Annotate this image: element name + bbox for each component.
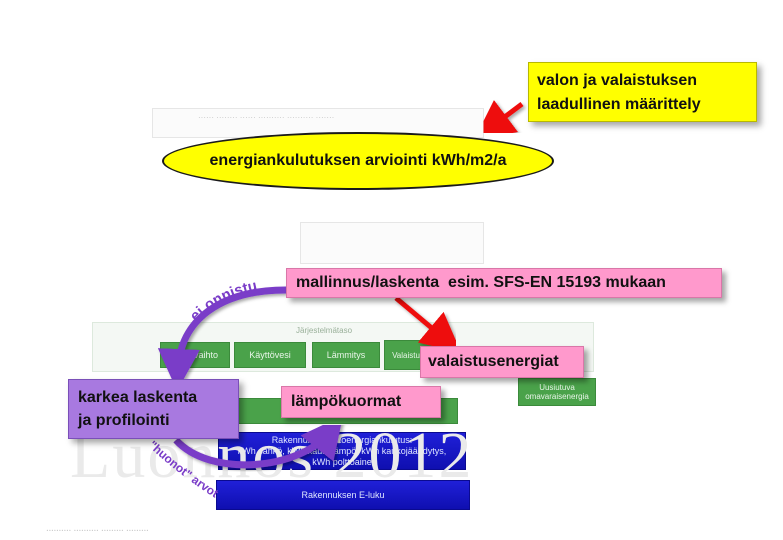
heat-loads-box: lämpökuormat bbox=[281, 386, 441, 418]
green-box-hot-water: Käyttövesi bbox=[234, 342, 306, 368]
rough-calculation-box: karkea laskenta ja profilointi bbox=[68, 379, 239, 439]
consumption-line-2: kWh polttoaine bbox=[312, 457, 372, 467]
rough-calc-line-1: karkea laskenta bbox=[78, 389, 198, 406]
rough-calc-line-2: ja profilointi bbox=[78, 412, 170, 429]
figure-caption: ·········· ·········· ········· ········… bbox=[46, 526, 149, 537]
arrow-bad-values-curve bbox=[173, 415, 344, 469]
arrow-modelling-to-lighting bbox=[394, 296, 462, 353]
energy-estimate-label: energiankulutuksen arviointi kWh/m2/a bbox=[209, 152, 507, 169]
systems-level-label: Järjestelmätaso bbox=[296, 326, 353, 335]
faint-header-text: ······ ········ ······ ·········· ······… bbox=[198, 113, 335, 122]
modelling-box: mallinnus/laskenta esim. SFS-EN 15193 mu… bbox=[286, 268, 722, 298]
lighting-energy-box: valaistusenergiat bbox=[420, 346, 584, 378]
lighting-energy-label: valaistusenergiat bbox=[428, 353, 559, 370]
label-failed: ei onnistu bbox=[187, 277, 259, 324]
quality-definition-box: valon ja valaistuksen laadullinen määrit… bbox=[528, 62, 757, 122]
modelling-label: mallinnus/laskenta esim. SFS-EN 15193 mu… bbox=[296, 274, 666, 291]
green-box-renewable: Uusiutuva omavaraisenergia bbox=[518, 378, 596, 406]
energy-estimate-ellipse: energiankulutuksen arviointi kWh/m2/a bbox=[162, 132, 554, 190]
quality-line-2: laadullinen määrittely bbox=[537, 96, 701, 113]
e-number-box: Rakennuksen E-luku bbox=[216, 480, 470, 510]
arrow-failed-curve bbox=[157, 286, 287, 391]
arrow-quality-to-estimate bbox=[474, 100, 524, 140]
heat-loads-label: lämpökuormat bbox=[291, 393, 402, 410]
faint-mid-box bbox=[300, 222, 484, 264]
quality-line-1: valon ja valaistuksen bbox=[537, 72, 698, 89]
